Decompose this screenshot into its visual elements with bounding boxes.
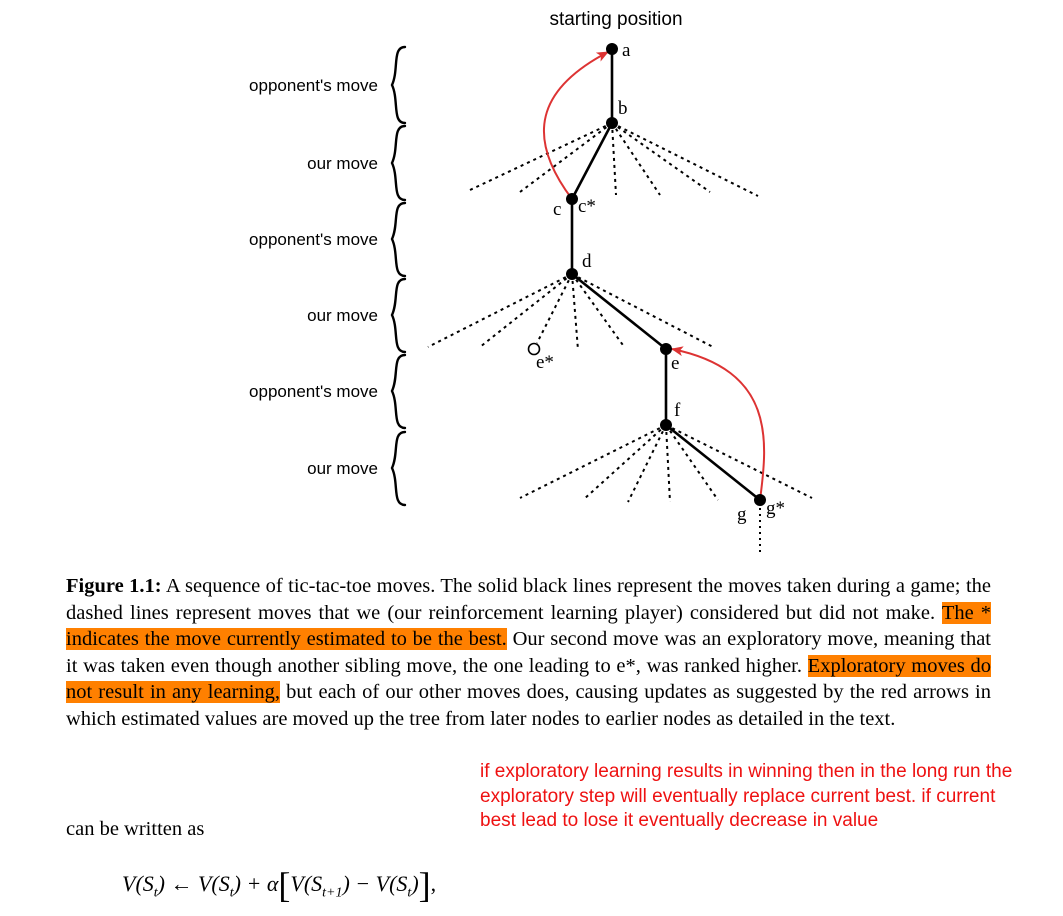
dashed-move bbox=[519, 424, 667, 499]
dashed-move bbox=[536, 273, 573, 344]
formula-arrow: ) ← V(S bbox=[157, 871, 230, 896]
dashed-move bbox=[665, 424, 813, 499]
formula-sub: t bbox=[153, 885, 158, 901]
dashed-move bbox=[469, 122, 613, 191]
dashed-move bbox=[611, 122, 759, 197]
dashed-move bbox=[571, 273, 579, 351]
formula-plus-alpha: ) + α bbox=[233, 871, 279, 896]
caption-text: Our second move was an exploratory move,… bbox=[66, 628, 991, 677]
level-braces bbox=[390, 45, 407, 507]
node-labels: a b c c* d e* e f g g* bbox=[536, 40, 785, 525]
open-bracket: [ bbox=[278, 865, 291, 905]
taken-moves bbox=[570, 49, 761, 554]
node-label-g-star: g* bbox=[766, 498, 785, 519]
node-label-d: d bbox=[582, 251, 592, 272]
close-bracket: ] bbox=[418, 865, 431, 905]
dashed-move bbox=[665, 424, 719, 501]
formula-lhs: V(S bbox=[122, 871, 154, 896]
dashed-move bbox=[571, 273, 626, 349]
curly-brace bbox=[390, 124, 407, 202]
curly-brace bbox=[390, 201, 407, 278]
figure-caption: Figure 1.1: A sequence of tic-tac-toe mo… bbox=[66, 573, 992, 732]
node-label-e: e bbox=[671, 353, 679, 374]
dashed-move bbox=[611, 122, 661, 196]
caption-text: A sequence of tic-tac-toe moves. The sol… bbox=[66, 575, 991, 624]
node-g bbox=[754, 494, 766, 506]
dashed-move bbox=[611, 122, 711, 193]
node-label-c: c bbox=[553, 199, 561, 220]
red-arrow bbox=[671, 346, 766, 501]
node-label-g: g bbox=[737, 504, 747, 525]
dashed-move bbox=[627, 424, 667, 503]
body-text: can be written as bbox=[66, 818, 205, 840]
level-labels: opponent's move our move opponent's move… bbox=[249, 76, 378, 478]
node-e bbox=[660, 343, 672, 355]
formula-sub: t bbox=[407, 885, 412, 901]
node-d bbox=[566, 268, 578, 280]
curly-brace bbox=[390, 45, 407, 125]
node-label-c-star: c* bbox=[578, 196, 596, 217]
formula-inner-end: ) bbox=[411, 871, 419, 896]
dashed-move bbox=[582, 424, 667, 501]
level-label: our move bbox=[307, 306, 378, 325]
dashed-move bbox=[519, 122, 613, 193]
formula-inner: V(S bbox=[290, 871, 323, 896]
curly-brace bbox=[390, 430, 407, 507]
diagram-title: starting position bbox=[549, 9, 682, 30]
node-c bbox=[566, 193, 578, 205]
formula-tail: , bbox=[430, 871, 437, 896]
level-label: our move bbox=[307, 459, 378, 478]
game-tree-diagram: starting position opponent's move our mo… bbox=[249, 9, 813, 554]
node-label-e-star: e* bbox=[536, 352, 554, 373]
curly-brace bbox=[390, 353, 407, 430]
level-label: opponent's move bbox=[249, 76, 378, 95]
node-b bbox=[606, 117, 618, 129]
level-label: opponent's move bbox=[249, 382, 378, 401]
update-formula: V(St) ← V(St) + α[V(St+1) − V(St)], bbox=[122, 864, 436, 906]
considered-moves bbox=[427, 122, 813, 503]
node-a bbox=[606, 43, 618, 55]
dashed-move bbox=[665, 424, 671, 503]
dashed-move bbox=[611, 122, 617, 196]
formula-inner-mid: ) − V(S bbox=[342, 871, 408, 896]
level-label: our move bbox=[307, 154, 378, 173]
tree-nodes bbox=[527, 43, 766, 506]
dashed-move bbox=[571, 273, 716, 349]
red-arrow bbox=[543, 51, 609, 200]
update-arrows bbox=[543, 51, 766, 501]
node-f bbox=[660, 419, 672, 431]
annotation-note: if exploratory learning results in winni… bbox=[480, 761, 1013, 831]
solid-move bbox=[571, 272, 667, 351]
caption-label: Figure 1.1: bbox=[66, 575, 162, 597]
dashed-move bbox=[479, 273, 573, 348]
formula-sub: t bbox=[229, 885, 234, 901]
curly-brace bbox=[390, 277, 407, 354]
dashed-move bbox=[427, 273, 573, 348]
solid-move bbox=[665, 423, 761, 502]
level-label: opponent's move bbox=[249, 230, 378, 249]
node-label-f: f bbox=[674, 400, 681, 421]
solid-move bbox=[570, 122, 614, 200]
node-label-a: a bbox=[622, 40, 631, 61]
node-label-b: b bbox=[618, 98, 628, 119]
formula-sub: t+1 bbox=[322, 885, 343, 901]
caption-text: but each of our other moves does, causin… bbox=[66, 681, 992, 730]
node-e-star bbox=[527, 342, 541, 356]
